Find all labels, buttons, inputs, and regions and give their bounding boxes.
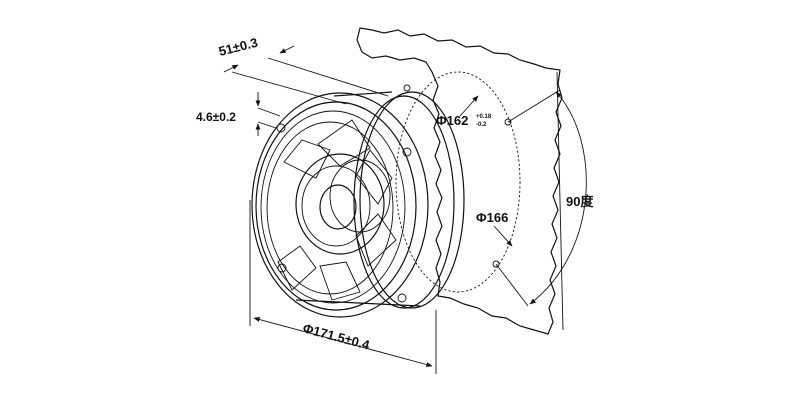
angle-dimension: 90度 <box>495 89 594 307</box>
flange-thickness-label: 4.6±0.2 <box>196 110 236 124</box>
mounting-lugs <box>276 123 412 303</box>
inner-circle-label: Φ166 <box>476 210 508 225</box>
hole-circle-tol-minus: -0.2 <box>476 122 487 128</box>
mounting-panel <box>356 27 564 335</box>
flange-thickness-dimension: 4.6±0.2 <box>196 92 281 136</box>
outer-diameter-label: Φ171.5±0.4 <box>301 320 372 352</box>
fan-blades <box>277 119 397 301</box>
angle-label: 90度 <box>566 194 594 209</box>
inner-circle-dimension: Φ166 <box>476 210 513 247</box>
hole-circle-label: Φ162 <box>436 113 468 128</box>
fan-hub <box>295 153 391 255</box>
panel-hole-circle <box>395 71 521 293</box>
depth-label: 51±0.3 <box>217 35 259 59</box>
hole-circle-dimension: Φ162 +0.18 -0.2 <box>436 95 492 128</box>
hole-circle-tol-plus: +0.18 <box>476 114 492 120</box>
